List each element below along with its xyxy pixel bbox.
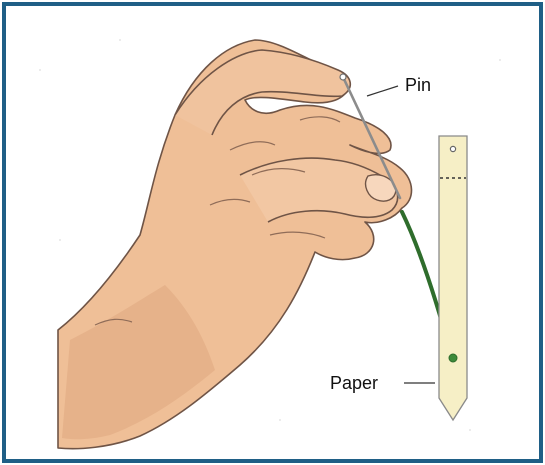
paper-strip (439, 136, 467, 420)
pin-head (340, 74, 346, 80)
paper-label: Paper (330, 373, 378, 393)
paper-sample-dot (449, 354, 457, 362)
paper-hole (450, 146, 455, 151)
pin-label: Pin (405, 75, 431, 95)
